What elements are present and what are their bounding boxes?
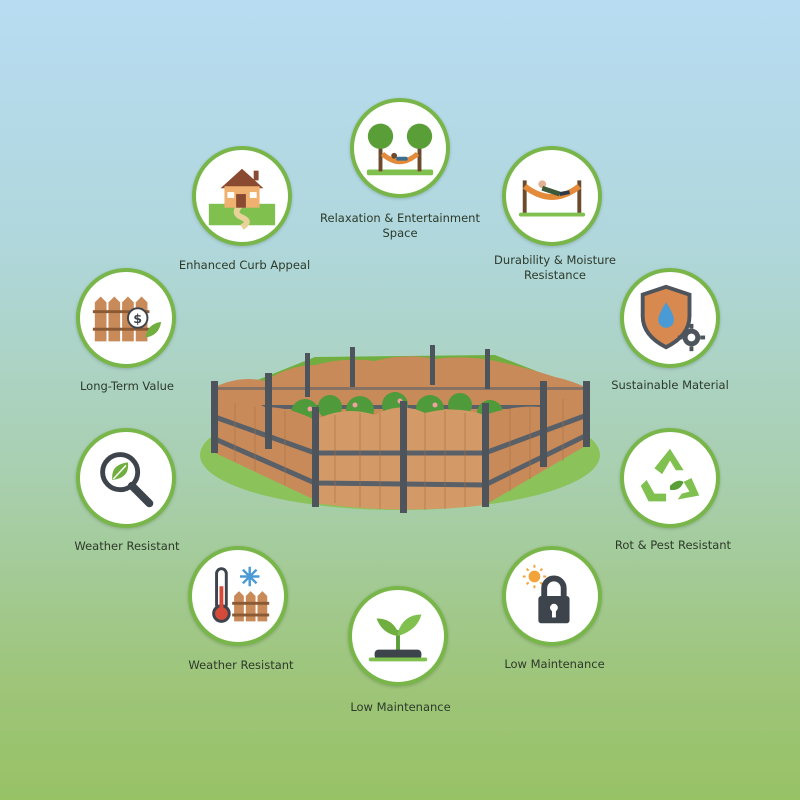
label-rot-pest: Rot & Pest Resistant	[614, 538, 732, 552]
badge-rot-pest	[620, 428, 720, 528]
thermometer-snowflake-fence-icon	[212, 566, 270, 623]
badge-relaxation	[350, 98, 450, 198]
sun-padlock-icon	[522, 564, 570, 624]
trees-hammock-icon	[366, 123, 434, 176]
label-weather-magnifier: Weather Resistant	[74, 539, 180, 553]
badge-low-maintenance-sprout	[348, 586, 448, 686]
badge-sustainable	[620, 268, 720, 368]
badge-weather-thermometer	[188, 546, 288, 646]
label-sustainable: Sustainable Material	[611, 378, 729, 392]
label-weather-thermometer: Weather Resistant	[188, 658, 294, 672]
fence-dollar-icon: $	[92, 296, 162, 342]
fence-garden-illustration	[200, 345, 600, 513]
badge-low-maintenance-lock	[502, 546, 602, 646]
badge-weather-magnifier	[76, 428, 176, 528]
label-long-term-value: Long-Term Value	[79, 379, 175, 393]
recycle-icon	[640, 448, 700, 502]
label-curb-appeal: Enhanced Curb Appeal	[178, 258, 311, 272]
shield-droplet-gear-icon	[640, 284, 706, 352]
label-low-maintenance-lock: Low Maintenance	[504, 657, 605, 671]
label-durability: Durability & Moisture Resistance	[494, 253, 616, 282]
sprout-icon	[368, 614, 428, 662]
badge-durability	[502, 146, 602, 246]
label-relaxation: Relaxation & Entertainment Space	[320, 211, 480, 240]
badge-long-term-value: $	[76, 268, 176, 368]
label-low-maintenance-sprout: Low Maintenance	[350, 700, 451, 714]
magnifier-leaf-icon	[100, 452, 154, 508]
badge-curb-appeal	[192, 146, 292, 246]
svg-text:$: $	[133, 311, 142, 326]
person-hammock-icon	[518, 180, 586, 217]
house-icon	[208, 168, 276, 230]
